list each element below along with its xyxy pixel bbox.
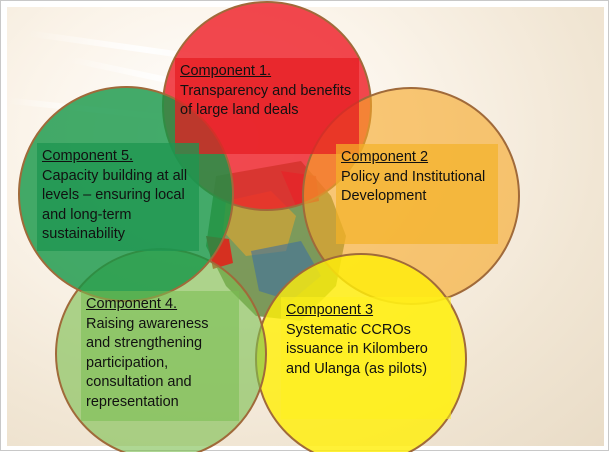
component-5-body: Capacity building at all levels – ensuri… xyxy=(42,167,188,243)
component-4-body: Raising awareness and strengthening part… xyxy=(86,315,209,410)
component-3-box: Component 3 Systematic CCROs issuance in… xyxy=(281,297,451,419)
component-5-box: Component 5. Capacity building at all le… xyxy=(37,143,199,251)
component-2-body: Policy and Institutional Development xyxy=(341,168,486,205)
component-1-title: Component 1. xyxy=(180,63,272,79)
component-5-title: Component 5. xyxy=(42,148,134,164)
component-1-box: Component 1. Transparency and benefits o… xyxy=(175,58,359,154)
component-3-body: Systematic CCROs issuance in Kilombero a… xyxy=(286,321,428,377)
component-4-box: Component 4. Raising awareness and stren… xyxy=(81,291,239,421)
component-4-title: Component 4. xyxy=(86,296,178,312)
component-2-title: Component 2 xyxy=(341,149,429,165)
component-3-title: Component 3 xyxy=(286,302,374,318)
component-1-body: Transparency and benefits of large land … xyxy=(180,82,352,119)
component-2-box: Component 2 Policy and Institutional Dev… xyxy=(336,144,498,244)
